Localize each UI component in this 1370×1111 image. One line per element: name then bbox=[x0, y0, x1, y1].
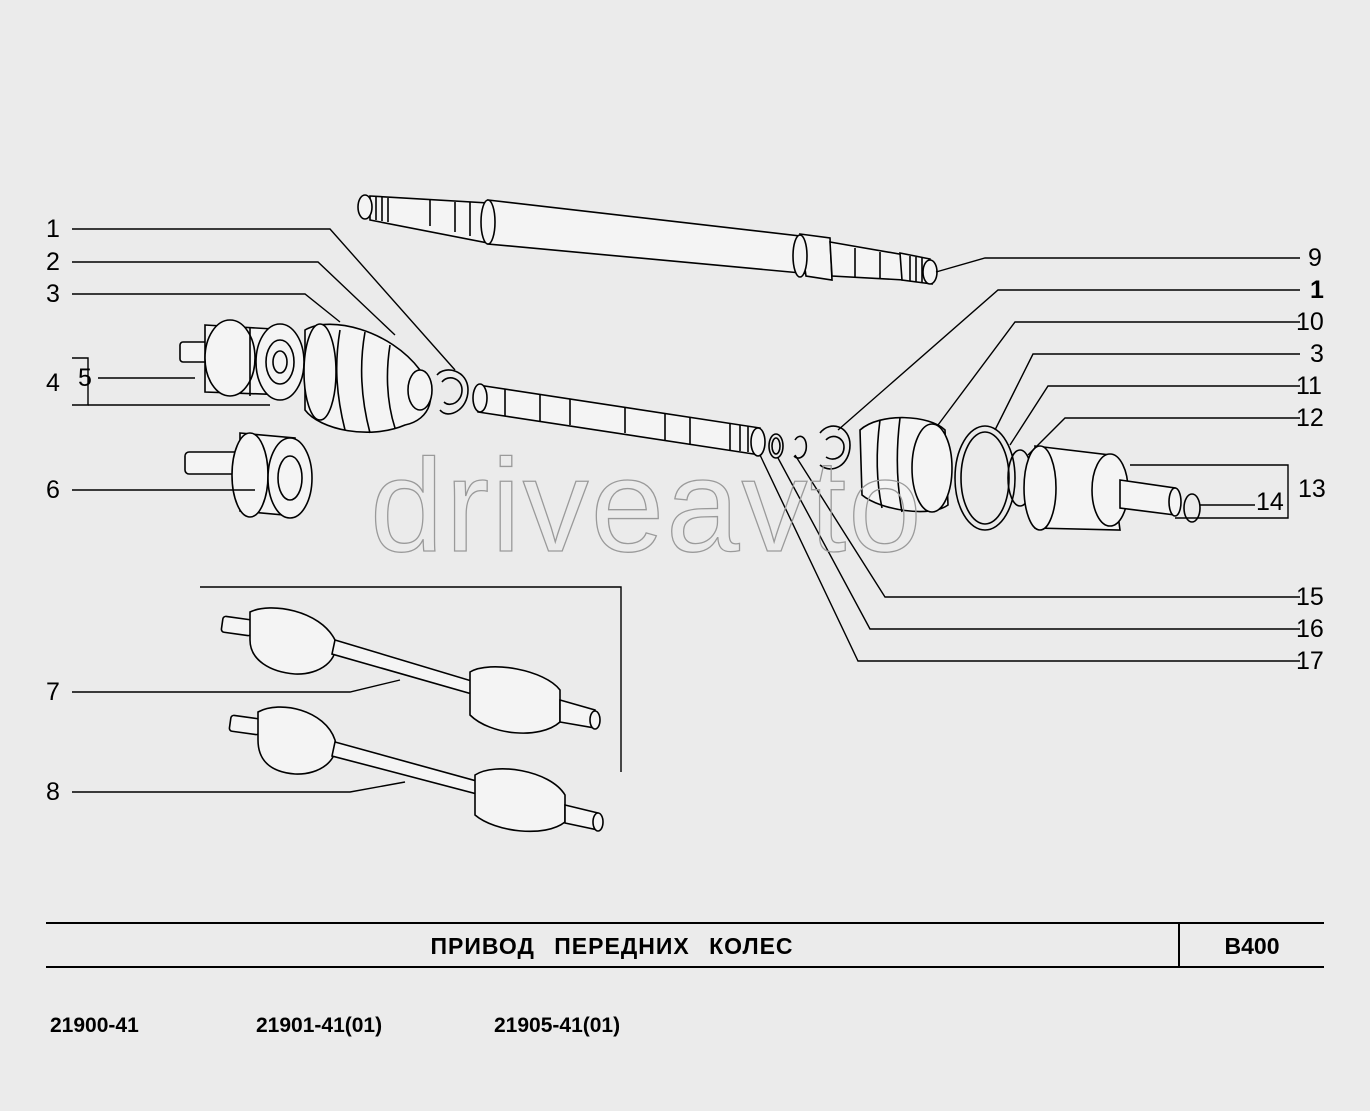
callout-16: 16 bbox=[1296, 615, 1324, 643]
callout-15: 15 bbox=[1296, 583, 1324, 611]
part-6-outer-joint bbox=[184, 432, 313, 519]
callout-8: 8 bbox=[46, 778, 60, 806]
part-8-drive-shaft-assembly bbox=[228, 706, 604, 833]
callout-12: 12 bbox=[1296, 404, 1324, 432]
part-3-ring bbox=[954, 425, 1016, 531]
parts-15-16-17-rings bbox=[768, 433, 808, 459]
watermark: driveavto bbox=[369, 431, 924, 579]
leader-lines bbox=[72, 228, 1300, 793]
callout-9: 9 bbox=[1308, 244, 1322, 272]
part-9-intermediate-shaft bbox=[357, 194, 938, 285]
model-code: 21900-41 bbox=[50, 1014, 139, 1037]
part-14-ring bbox=[1183, 493, 1201, 523]
callout-7: 7 bbox=[46, 678, 60, 706]
callout-6: 6 bbox=[46, 476, 60, 504]
callout-3-right: 3 bbox=[1310, 340, 1324, 368]
callout-3-left: 3 bbox=[46, 280, 60, 308]
callout-5: 5 bbox=[78, 364, 92, 392]
callout-1-left: 1 bbox=[46, 215, 60, 243]
part-2-boot bbox=[303, 323, 433, 434]
title-block: ПРИВОД ПЕРЕДНИХ КОЛЕС B400 bbox=[46, 922, 1324, 968]
part-10-boot bbox=[859, 416, 953, 513]
callout-1-right: 1 bbox=[1310, 276, 1324, 304]
callout-10: 10 bbox=[1296, 308, 1324, 336]
callout-14: 14 bbox=[1256, 488, 1284, 516]
part-4-inner-joint bbox=[179, 319, 305, 401]
model-code: 21901-41(01) bbox=[256, 1014, 383, 1037]
callout-11: 11 bbox=[1296, 372, 1322, 400]
callout-4: 4 bbox=[46, 369, 60, 397]
title-divider bbox=[1178, 924, 1180, 966]
model-code: 21905-41(01) bbox=[494, 1014, 621, 1037]
page-title: ПРИВОД ПЕРЕДНИХ КОЛЕС bbox=[430, 933, 794, 959]
part-1-clamp-left bbox=[436, 369, 469, 415]
part-1-clamp-right bbox=[819, 425, 851, 470]
page-code: B400 bbox=[1224, 933, 1280, 959]
callout-13: 13 bbox=[1298, 475, 1326, 503]
part-12-13-outer-joint bbox=[1023, 445, 1182, 531]
part-7-drive-shaft-assembly bbox=[220, 607, 601, 734]
callout-17: 17 bbox=[1296, 647, 1324, 675]
callout-2: 2 bbox=[46, 248, 60, 276]
